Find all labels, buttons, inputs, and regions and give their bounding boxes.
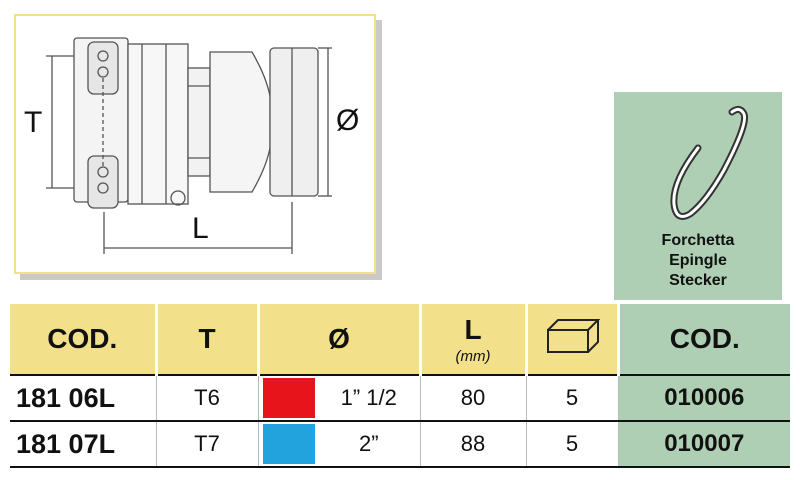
header-l-label: L (464, 313, 482, 345)
header-l-unit: (mm) (455, 347, 491, 365)
header-cod: COD. (10, 304, 156, 375)
accessory-label-2: Epingle (669, 252, 727, 269)
cell-cod: 181 06L (10, 374, 156, 422)
table-row: 181 07L T7 2” 88 5 010007 (10, 421, 790, 468)
cell-color (257, 374, 318, 422)
header-t: T (154, 304, 258, 375)
cell-diameter: 1” 1/2 (318, 374, 420, 422)
technical-drawing: T Ø L (14, 14, 376, 274)
cell-l: 80 (419, 374, 526, 422)
cell-t: T6 (155, 374, 258, 422)
header-cod2: COD. (616, 304, 790, 375)
box-icon (547, 318, 601, 353)
cell-cod2: 010007 (617, 421, 790, 468)
cell-diameter: 2” (318, 421, 420, 468)
cell-cod2: 010006 (617, 374, 790, 422)
product-table: COD. T Ø L (mm) COD. 181 06L T6 1” 1/2 8… (10, 304, 790, 468)
header-package (524, 304, 618, 375)
spring-clip-icon (670, 105, 749, 220)
accessory-label-1: Forchetta (661, 232, 735, 249)
coupling-drawing (46, 37, 332, 254)
dimension-diameter-label: Ø (336, 104, 360, 137)
cell-cod: 181 07L (10, 421, 156, 468)
accessory-box: Forchetta Epingle Stecker (614, 92, 782, 300)
cell-t: T7 (155, 421, 258, 468)
cell-color (257, 421, 318, 468)
cell-l: 88 (419, 421, 526, 468)
color-swatch (262, 378, 315, 418)
accessory-label-3: Stecker (669, 272, 727, 289)
cell-qty: 5 (525, 374, 618, 422)
cell-qty: 5 (525, 421, 618, 468)
color-swatch (262, 424, 315, 464)
dimension-l-label: L (192, 212, 209, 245)
table-row: 181 06L T6 1” 1/2 80 5 010006 (10, 374, 790, 422)
table-header-row: COD. T Ø L (mm) COD. (10, 304, 790, 375)
header-l: L (mm) (418, 304, 526, 375)
dimension-t-label: T (24, 106, 43, 139)
header-diameter: Ø (256, 304, 420, 375)
